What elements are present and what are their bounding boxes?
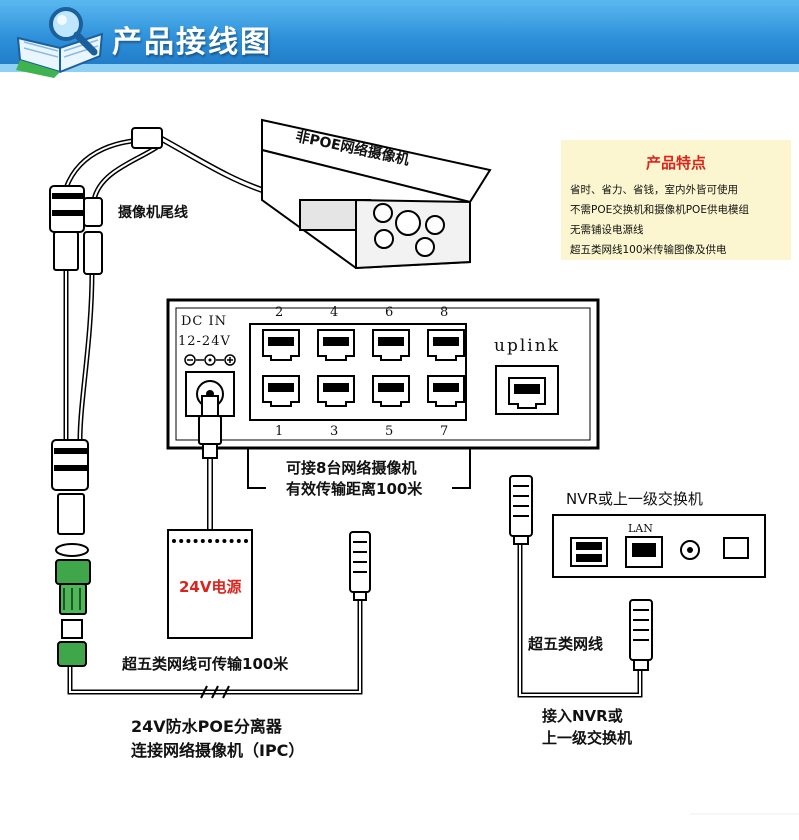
rj45-port-pins bbox=[323, 337, 349, 346]
header-stripe bbox=[0, 64, 799, 72]
switch-note-line2: 有效传输距离100米 bbox=[286, 480, 423, 498]
rj45-port-pins bbox=[268, 383, 294, 392]
book-magnifier-icon bbox=[16, 7, 104, 78]
feature-item: 不需POE交换机和摄像机POE供电模组 bbox=[570, 204, 749, 216]
nvr-device bbox=[552, 514, 766, 578]
rj45-port-pins bbox=[378, 383, 404, 392]
rj45-port-pins bbox=[433, 383, 459, 392]
features-list: 省时、省力、省钱，室内外皆可使用 不需POE交换机和摄像机POE供电模组 无需铺… bbox=[570, 180, 749, 260]
feature-item: 无需铺设电源线 bbox=[570, 224, 644, 236]
port-number-4: 4 bbox=[330, 305, 339, 320]
rj45-plug-nvr-right bbox=[629, 599, 653, 671]
vent-dot bbox=[193, 539, 198, 543]
connect-nvr-line1: 接入NVR或 bbox=[542, 707, 623, 725]
port-number-2: 2 bbox=[275, 305, 284, 320]
rj45-port-pins bbox=[378, 337, 404, 346]
vent-dot bbox=[229, 539, 234, 543]
port-number-8: 8 bbox=[440, 305, 449, 320]
poe-switch bbox=[166, 298, 600, 459]
rj45-port-pins bbox=[433, 337, 459, 346]
feature-item: 省时、省力、省钱，室内外皆可使用 bbox=[570, 184, 738, 196]
port-number-1: 1 bbox=[275, 424, 284, 439]
voltage-label: 12-24V bbox=[178, 334, 231, 349]
power-supply bbox=[167, 529, 253, 639]
features-panel: 产品特点 省时、省力、省钱，室内外皆可使用 不需POE交换机和摄像机POE供电模… bbox=[561, 140, 791, 260]
vent-dot bbox=[208, 539, 212, 543]
vent-dot bbox=[215, 539, 220, 543]
port-number-3: 3 bbox=[330, 424, 339, 439]
lan-label: LAN bbox=[628, 522, 653, 535]
cat5-100m-label: 超五类网线可传输100米 bbox=[122, 655, 289, 673]
polarity-icon bbox=[184, 354, 236, 366]
vent-dot bbox=[200, 539, 205, 543]
nvr-title: NVR或上一级交换机 bbox=[566, 490, 703, 508]
splitter-label-line2: 连接网络摄像机（IPC） bbox=[131, 741, 305, 760]
vent-dot bbox=[172, 539, 176, 543]
feature-item: 超五类网线100米传输图像及供电 bbox=[570, 244, 727, 256]
vent-dot bbox=[244, 539, 248, 543]
vent-dot bbox=[186, 539, 191, 543]
dc-in-label: DC IN bbox=[181, 314, 228, 329]
ip-camera bbox=[261, 118, 492, 270]
port-number-7: 7 bbox=[440, 424, 449, 439]
features-title: 产品特点 bbox=[645, 154, 706, 172]
switch-note-line1: 可接8台网络摄像机 bbox=[286, 459, 417, 477]
header-banner bbox=[0, 0, 799, 72]
rj45-plug-nvr-left bbox=[509, 475, 533, 545]
rj45-plug-switch bbox=[349, 531, 371, 601]
splitter-label-line1: 24V防水POE分离器 bbox=[131, 717, 282, 736]
port-number-6: 6 bbox=[385, 305, 394, 320]
uplink-label: uplink bbox=[494, 336, 560, 356]
port-number-5: 5 bbox=[385, 424, 394, 439]
connect-nvr-line2: 上一级交换机 bbox=[542, 729, 633, 747]
tail-cable-label: 摄像机尾线 bbox=[118, 205, 188, 221]
rj45-port-pins bbox=[268, 337, 294, 346]
rj45-port-pins bbox=[323, 383, 349, 392]
vent-dot bbox=[236, 539, 241, 543]
poe-splitter bbox=[55, 543, 91, 667]
vent-dot bbox=[222, 539, 227, 543]
page-title: 产品接线图 bbox=[112, 25, 272, 60]
vent-dot bbox=[179, 539, 184, 543]
power-supply-label: 24V电源 bbox=[179, 578, 242, 596]
cat5-cable-label: 超五类网线 bbox=[528, 635, 604, 653]
